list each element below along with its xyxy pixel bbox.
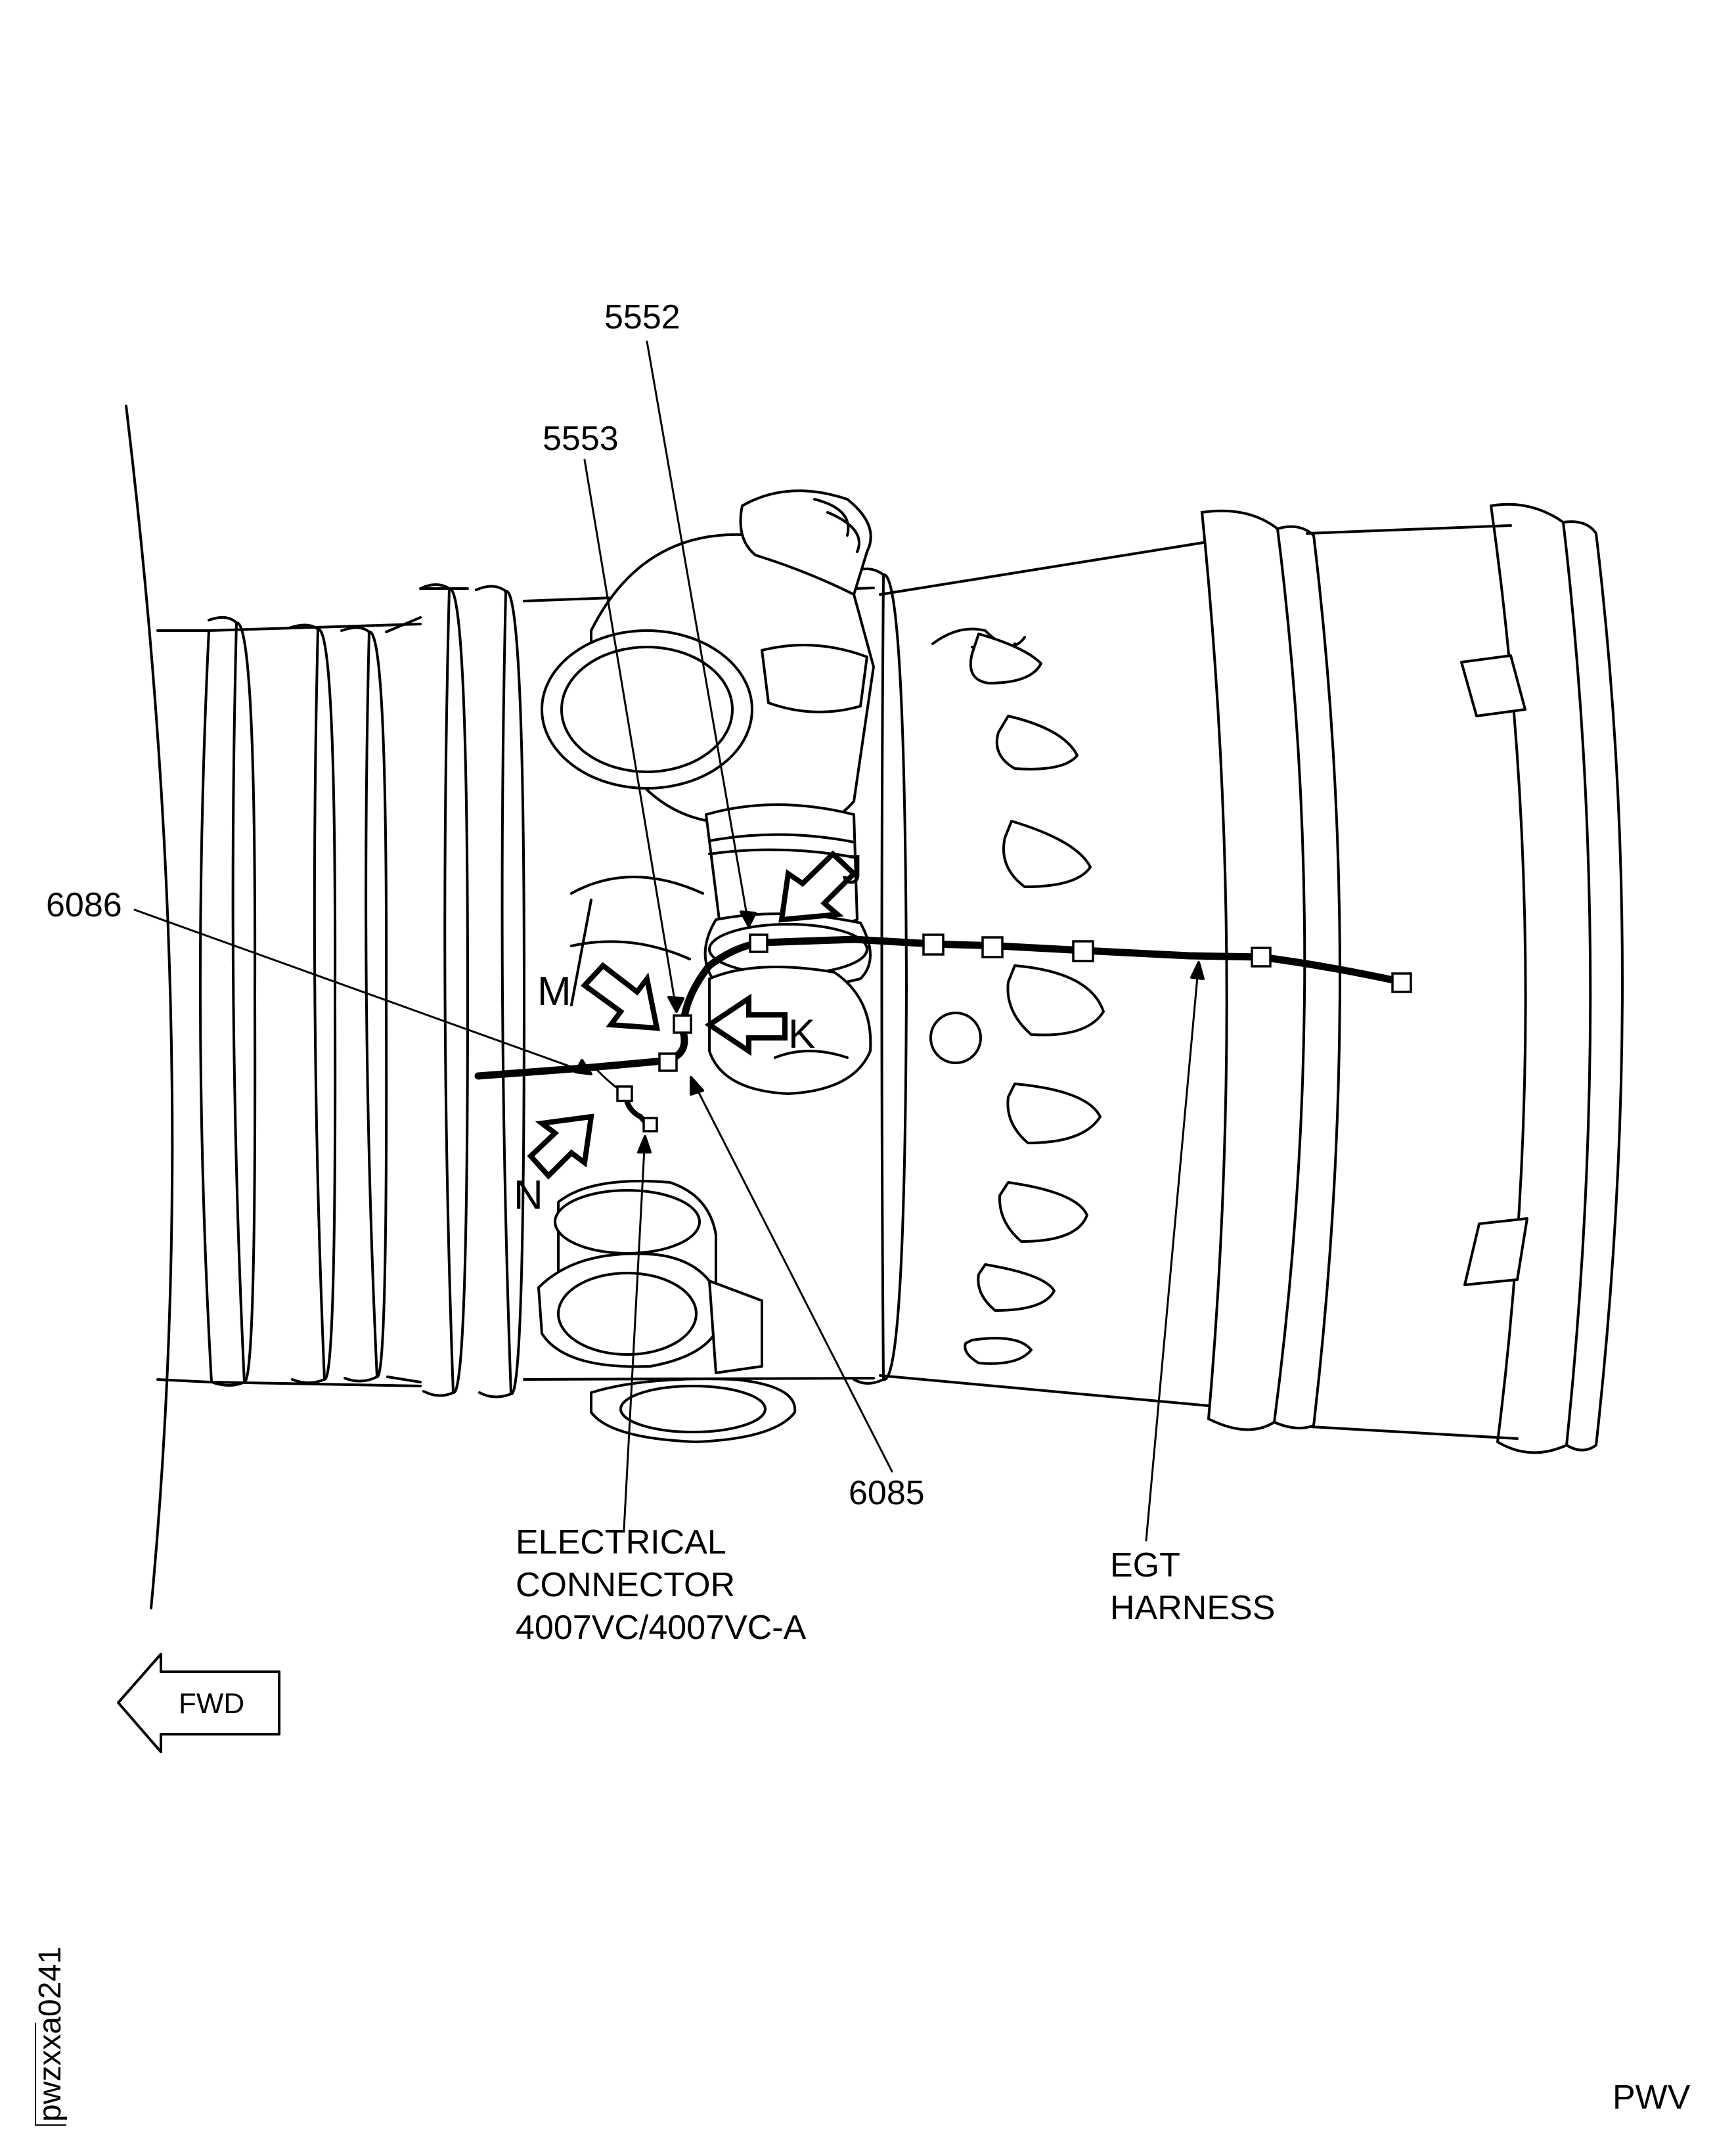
label-6086: 6086	[46, 886, 122, 924]
fwd-label: FWD	[179, 1688, 244, 1720]
fwd-arrow: FWD	[117, 1653, 280, 1753]
electrical-connector	[642, 1117, 658, 1132]
leader-egt-harness	[1145, 961, 1200, 1542]
connector-6085-clamp	[658, 1052, 678, 1072]
leader-6085	[690, 1076, 893, 1473]
flange-ring	[475, 585, 525, 1399]
combustor-window	[969, 633, 1042, 684]
engine-case	[125, 405, 1624, 1609]
harness-clamp	[922, 933, 945, 956]
harness-clamp	[1391, 972, 1412, 993]
leader-5553	[583, 459, 678, 1013]
connector-label-line2: CONNECTOR	[516, 1566, 735, 1604]
case-rib	[208, 616, 257, 1387]
case-tab	[1460, 654, 1526, 717]
combustor-window	[977, 1263, 1056, 1312]
harness-clamp	[981, 936, 1004, 958]
combustor-window	[1002, 820, 1092, 888]
combustor-window	[964, 1337, 1033, 1365]
harness-label-line1: EGT	[1110, 1546, 1180, 1584]
leader-5552	[646, 340, 750, 928]
flange-ring	[419, 583, 469, 1397]
view-callout-n: N	[514, 1173, 543, 1218]
view-arrow-m	[580, 962, 660, 1031]
mid-ring	[853, 568, 908, 1385]
figure-id: pwzxxa0241	[33, 1946, 68, 2122]
combustor-window	[1006, 1083, 1102, 1144]
egt-harness	[474, 933, 1412, 1132]
combustor-window-row	[929, 627, 1105, 1365]
connector-clamp	[616, 1085, 633, 1102]
label-5553: 5553	[543, 420, 619, 458]
combustor-window	[1006, 964, 1105, 1037]
label-6085: 6085	[849, 1474, 925, 1512]
harness-clamp	[1251, 947, 1272, 968]
case-rib	[340, 626, 388, 1383]
leader-6086	[133, 908, 592, 1075]
combustor-window	[998, 1181, 1088, 1243]
case-tab	[1463, 1217, 1528, 1286]
view-arrow-n	[527, 1113, 594, 1180]
leader-electrical-connector	[623, 1135, 646, 1531]
connector-6086-clamp	[673, 1014, 692, 1034]
case-rib	[288, 623, 337, 1384]
view-callout-k: K	[788, 1012, 815, 1057]
view-callout-m: M	[537, 969, 571, 1014]
connector-label-line3: 4007VC/4007VC-A	[516, 1609, 807, 1647]
label-5552: 5552	[604, 298, 680, 336]
harness-label-line2: HARNESS	[1110, 1589, 1275, 1627]
harness-clamp	[1072, 940, 1094, 962]
combustor-window	[995, 715, 1079, 771]
view-callout-j: J	[842, 847, 862, 893]
exhaust-ring	[1490, 503, 1624, 1454]
lower-duct	[537, 1180, 797, 1443]
leader-lines	[133, 340, 1205, 1542]
upper-duct	[541, 489, 875, 990]
harness-clamp	[749, 933, 768, 953]
combustor-port	[929, 1012, 982, 1064]
fwd-arrow-shape	[117, 1653, 280, 1753]
view-arrow-k	[704, 993, 788, 1056]
corner-code: PWV	[1613, 2078, 1691, 2116]
rear-flange	[1200, 509, 1341, 1431]
view-arrow-j	[778, 850, 858, 923]
connector-label-line1: ELECTRICAL	[516, 1523, 726, 1561]
